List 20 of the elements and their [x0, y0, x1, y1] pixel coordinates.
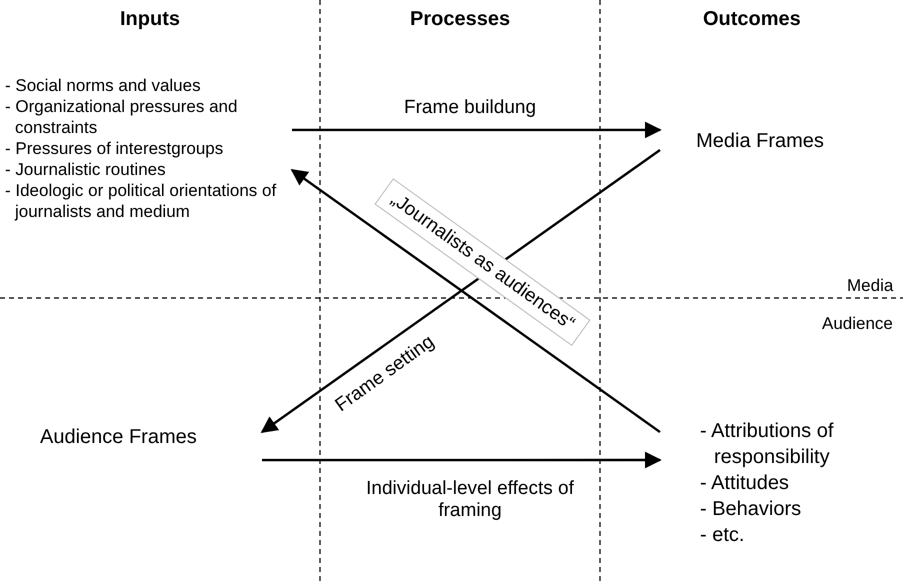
arrow: [262, 452, 662, 468]
row-label: Media: [847, 276, 894, 296]
edge-label: Frame buildung: [404, 97, 536, 119]
list-item: - Ideologic or political orientations of journalists and medium: [5, 180, 278, 222]
column-heading: Outcomes: [703, 8, 801, 31]
list-item: - Organizational pressures and constraints: [5, 96, 238, 138]
row-label: Audience: [822, 314, 893, 334]
list-item: - Attitudes: [700, 471, 790, 496]
outcome-label: Media Frames: [695, 129, 825, 154]
list-item: - Attributions of responsibility: [700, 419, 834, 470]
column-heading: Inputs: [120, 8, 180, 31]
arrow: [292, 122, 662, 138]
list-item: - Journalistic routines: [5, 159, 167, 180]
list-item: - Behaviors: [700, 497, 802, 522]
column-heading: Processes: [410, 8, 510, 31]
list-item: - Pressures of interestgroups: [5, 138, 224, 159]
input-label: Audience Frames: [40, 425, 198, 450]
list-item: - Social norms and values: [5, 75, 202, 96]
list-item: - etc.: [700, 523, 746, 548]
edge-label: Individual-level effects of framing: [365, 478, 575, 522]
